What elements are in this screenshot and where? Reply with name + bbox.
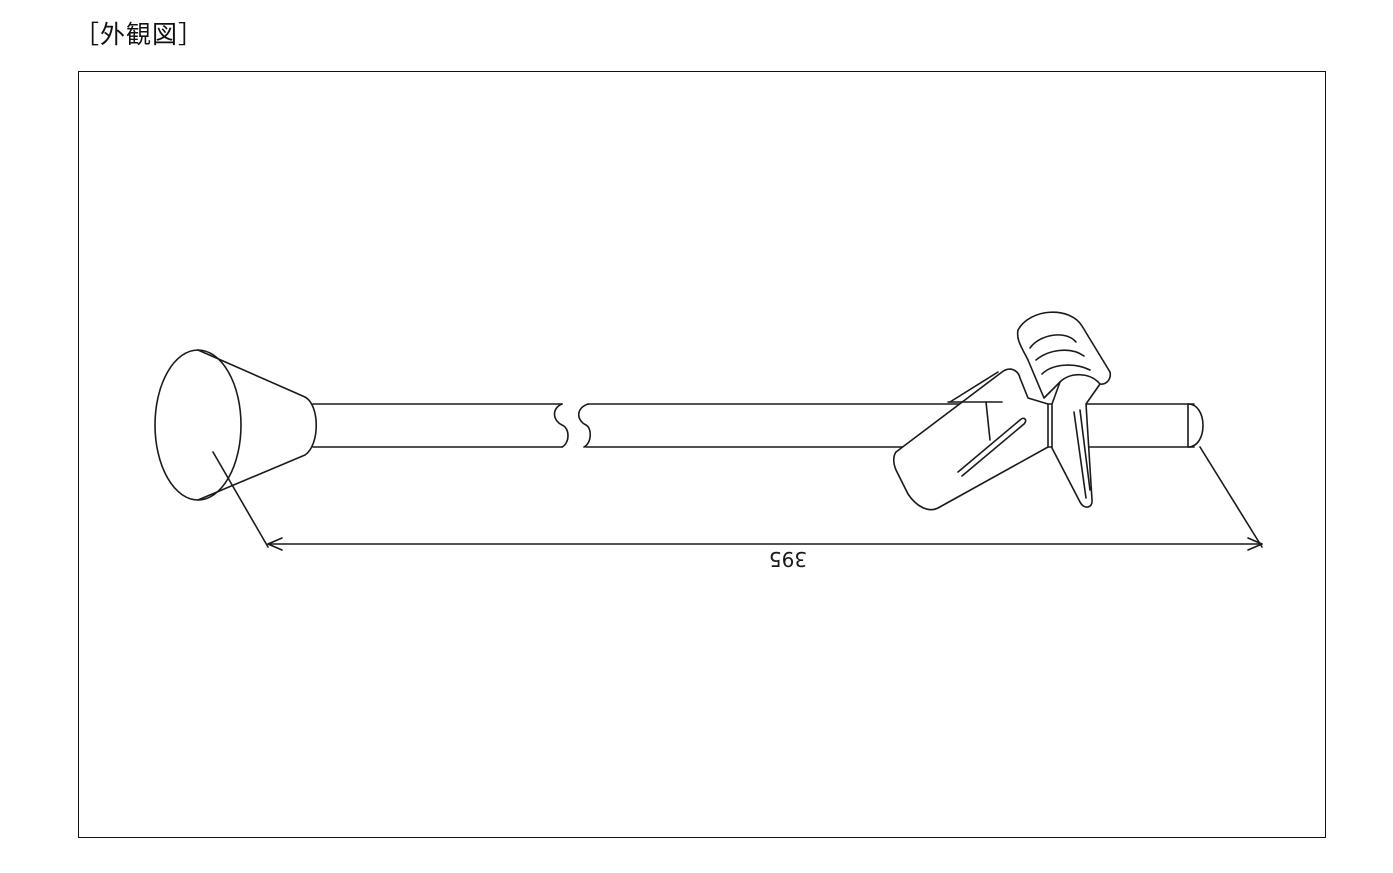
cone-knob xyxy=(154,349,317,548)
mounting-clip xyxy=(892,311,1112,511)
dimension-label: 395 xyxy=(769,547,807,571)
rod-shaft xyxy=(312,403,1204,448)
dimension-line xyxy=(267,446,1263,551)
drawing-frame xyxy=(78,71,1326,838)
page-title: ［外観図］ xyxy=(74,20,205,49)
